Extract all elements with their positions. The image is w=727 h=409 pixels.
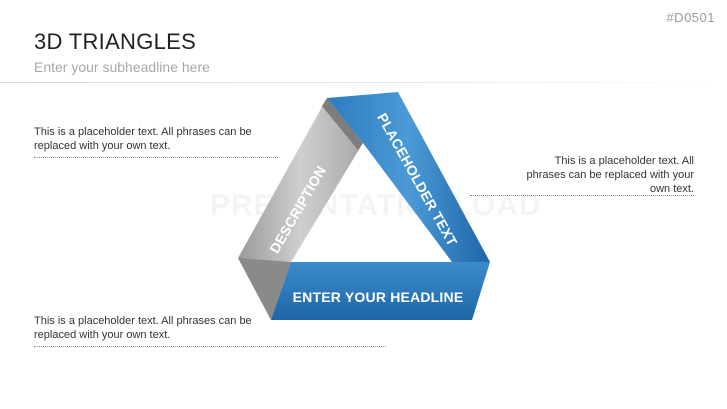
header-divider bbox=[0, 82, 727, 83]
note-top-left[interactable]: This is a placeholder text. All phrases … bbox=[34, 126, 252, 152]
left-band-tip bbox=[238, 258, 291, 320]
right-band-shape bbox=[327, 92, 490, 262]
page-subtitle[interactable]: Enter your subheadline here bbox=[34, 59, 210, 75]
bottom-band-shape bbox=[271, 262, 490, 320]
note-right[interactable]: This is a placeholder text. All phrases … bbox=[526, 155, 694, 195]
note-bottom-left[interactable]: This is a placeholder text. All phrases … bbox=[34, 315, 252, 341]
slide-code: #D0501 bbox=[666, 10, 715, 25]
note-top-left-rule bbox=[34, 157, 278, 158]
left-band-fold bbox=[322, 98, 363, 150]
note-bottom-left-rule bbox=[34, 346, 386, 347]
note-right-rule bbox=[470, 195, 694, 196]
bottom-band-label[interactable]: ENTER YOUR HEADLINE bbox=[293, 289, 464, 305]
page-title[interactable]: 3D TRIANGLES bbox=[34, 29, 197, 54]
